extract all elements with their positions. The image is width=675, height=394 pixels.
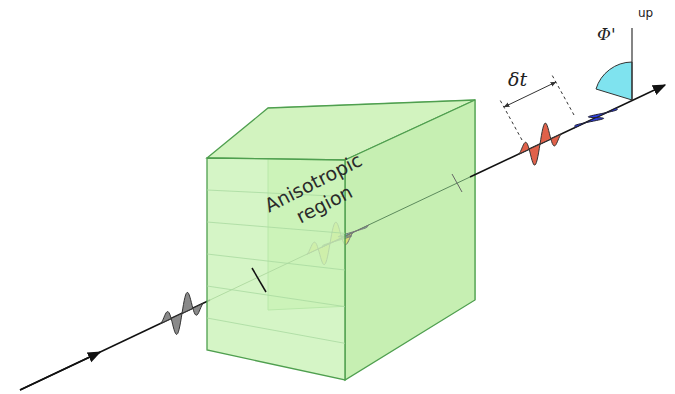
wave bbox=[518, 123, 561, 165]
beam-arrow bbox=[20, 352, 100, 390]
wave bbox=[574, 107, 617, 127]
up-line bbox=[631, 28, 632, 100]
entry-mark bbox=[252, 268, 266, 292]
angle-sector bbox=[596, 62, 632, 100]
angle-label: Φ' bbox=[597, 24, 616, 44]
delay-dash bbox=[552, 75, 574, 115]
wave bbox=[160, 292, 203, 334]
face-line bbox=[207, 254, 345, 270]
face-line bbox=[207, 318, 345, 343]
box-right bbox=[345, 100, 475, 380]
up-label: up bbox=[638, 6, 653, 20]
beam-line bbox=[470, 85, 665, 177]
delay-label: δt bbox=[508, 68, 527, 90]
delay-dash bbox=[500, 100, 522, 140]
face-line bbox=[207, 286, 345, 307]
exit-mark bbox=[452, 174, 462, 192]
face-line bbox=[207, 222, 345, 233]
